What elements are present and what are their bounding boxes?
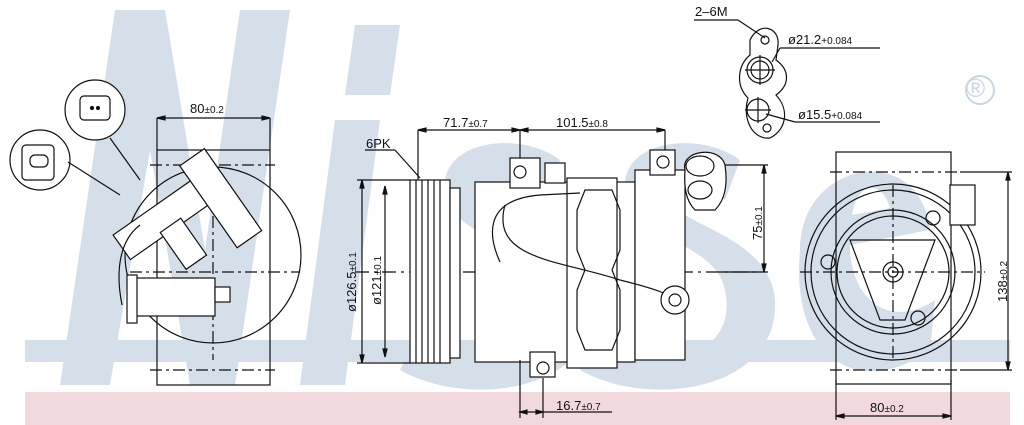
- registered-mark-circle: [965, 75, 995, 105]
- bolt-label-2-6m: 2–6M: [695, 4, 728, 19]
- dim-101-5: 101.5±0.8: [556, 115, 608, 130]
- front-view: [355, 127, 768, 418]
- connector-callout-top: [64, 79, 126, 141]
- registered-mark: ®: [966, 73, 986, 103]
- dim-71-7: 71.7±0.7: [443, 115, 488, 130]
- dim-diameter-121: ø121±0.1: [369, 255, 384, 305]
- right-width-dim: 80±0.2: [870, 400, 904, 415]
- port-small-diameter: ø15.5+0.084: [798, 107, 863, 122]
- right-end-view: [800, 151, 1012, 420]
- port-detail: [694, 19, 880, 139]
- left-side-view: [9, 79, 302, 386]
- pink-band: [25, 392, 1010, 425]
- connector-callout-left: [9, 129, 71, 191]
- dim-75: 75±0.1: [750, 206, 765, 240]
- left-width-dim: 80±0.2: [190, 101, 224, 116]
- dim-diameter-126-5: ø126.5±0.1: [344, 252, 359, 312]
- right-height-dim: 138±0.2: [995, 260, 1010, 302]
- port-large-diameter: ø21.2+0.084: [788, 32, 853, 47]
- dim-16-7: 16.7±0.7: [556, 398, 601, 413]
- pulley-label-6pk: 6PK: [366, 136, 391, 151]
